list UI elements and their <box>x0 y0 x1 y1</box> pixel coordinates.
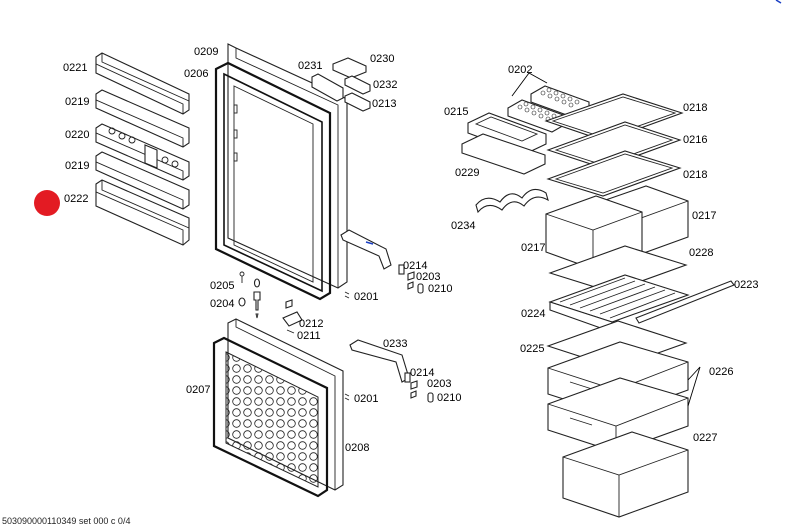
label-0234: 0234 <box>451 220 475 232</box>
label-0204: 0204 <box>210 298 234 310</box>
label-0217-right: 0217 <box>692 210 716 222</box>
freezer-drawer-0227[interactable] <box>562 431 689 518</box>
label-0218-lower: 0218 <box>683 169 707 181</box>
label-0203-lower: 0203 <box>427 378 451 390</box>
door-shelf-0219-lower[interactable] <box>95 151 190 210</box>
label-0216: 0216 <box>683 134 707 146</box>
small-parts-0205-0204 <box>238 271 261 319</box>
label-0203-upper: 0203 <box>416 271 440 283</box>
top-edge-mark <box>775 0 782 4</box>
label-0214-lower: 0214 <box>410 367 434 379</box>
label-0228: 0228 <box>689 247 713 259</box>
shelf-frame-0216[interactable] <box>546 121 682 169</box>
door-shelf-0219-upper[interactable] <box>95 89 190 148</box>
label-0226: 0226 <box>709 366 733 378</box>
label-0215: 0215 <box>444 106 468 118</box>
label-0201-lower: 0201 <box>354 393 378 405</box>
part-labels: 0221 0219 0220 0219 0222 0209 0206 0231 … <box>63 46 758 454</box>
label-0212: 0212 <box>299 318 323 330</box>
label-0210-upper: 0210 <box>428 283 452 295</box>
trim-0231[interactable] <box>311 73 344 102</box>
door-shelf-0221[interactable] <box>95 52 190 115</box>
label-0222: 0222 <box>64 193 88 205</box>
highlight-marker[interactable] <box>34 190 60 216</box>
glass-shelf-0228[interactable] <box>548 245 688 293</box>
label-0206: 0206 <box>184 68 208 80</box>
egg-tray-shelf-0220[interactable] <box>95 123 190 181</box>
label-0221: 0221 <box>63 62 87 74</box>
hinge-bar-upper[interactable] <box>340 229 392 270</box>
tray-0215[interactable] <box>467 112 547 155</box>
cover-0232[interactable] <box>344 75 371 95</box>
label-0224: 0224 <box>521 308 545 320</box>
label-0219-upper: 0219 <box>65 96 89 108</box>
label-0209: 0209 <box>194 46 218 58</box>
label-0213: 0213 <box>372 98 396 110</box>
label-0233: 0233 <box>383 338 407 350</box>
label-0230: 0230 <box>370 53 394 65</box>
label-0217-left: 0217 <box>521 242 545 254</box>
label-0201-upper: 0201 <box>354 291 378 303</box>
wire-shelf-0224[interactable] <box>548 274 690 333</box>
label-0211: 0211 <box>297 330 321 342</box>
leader-lines <box>511 72 701 407</box>
label-0227: 0227 <box>693 432 717 444</box>
label-0231: 0231 <box>298 60 322 72</box>
upper-door-0209[interactable] <box>227 43 348 289</box>
label-0232: 0232 <box>373 79 397 91</box>
door-gasket-0206[interactable] <box>214 61 332 301</box>
label-0219-lower: 0219 <box>65 160 89 172</box>
label-0207: 0207 <box>186 384 210 396</box>
cover-0213[interactable] <box>344 92 371 112</box>
handle-0230[interactable] <box>332 57 367 79</box>
hinge-parts-upper <box>344 264 424 299</box>
label-0214-upper: 0214 <box>403 260 427 272</box>
freezer-door-liner-0207[interactable] <box>212 336 329 498</box>
label-0202: 0202 <box>508 64 532 76</box>
small-parts-0212-0211 <box>282 299 303 334</box>
ice-trays-0202[interactable] <box>507 85 590 133</box>
label-0223: 0223 <box>734 279 758 291</box>
label-0229: 0229 <box>455 167 479 179</box>
label-0220: 0220 <box>65 129 89 141</box>
glass-shelf-0218-upper[interactable] <box>544 93 684 142</box>
label-0225: 0225 <box>520 343 544 355</box>
glass-shelf-0218-lower[interactable] <box>546 150 682 197</box>
label-0210-lower: 0210 <box>437 392 461 404</box>
crisper-drawer-0226-lower[interactable] <box>547 377 689 453</box>
door-shelf-0222[interactable] <box>95 179 190 246</box>
label-0218-upper: 0218 <box>683 102 707 114</box>
strip-0223[interactable] <box>635 280 735 324</box>
ice-tray-0234[interactable] <box>475 188 549 214</box>
diagram-footer-code: 503090000110349 set 000 c 0/4 <box>2 516 131 526</box>
label-0208: 0208 <box>345 442 369 454</box>
tray-0229[interactable] <box>461 133 546 175</box>
label-0205: 0205 <box>210 280 234 292</box>
hinge-parts-lower <box>344 372 434 403</box>
